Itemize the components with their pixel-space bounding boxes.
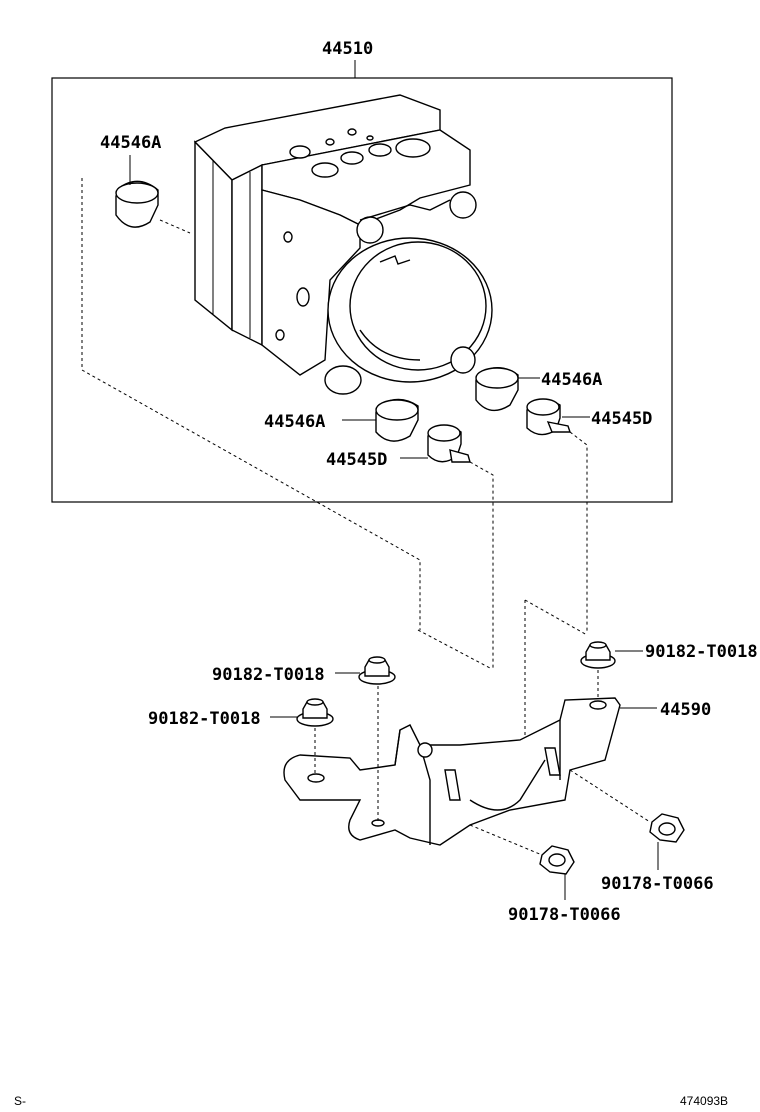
cushion-44546a-top-left — [115, 155, 159, 228]
label-44545d-lower: 44545D — [326, 450, 387, 470]
bolt-90182-t0018-left-upper — [358, 656, 396, 685]
dashline-left-long — [81, 178, 421, 630]
assembly-frame — [51, 77, 673, 503]
abs-actuator-body — [193, 94, 493, 395]
label-44545d-right: 44545D — [591, 409, 652, 429]
dashline-stud-right — [569, 431, 588, 632]
dashline-stud-lower — [469, 461, 494, 670]
dashline-nut-right — [569, 769, 651, 823]
label-44546a-lower: 44546A — [264, 412, 325, 432]
bracket-44590 — [283, 697, 621, 846]
label-44546a-right: 44546A — [541, 370, 602, 390]
label-44546a-top-left: 44546A — [100, 133, 161, 153]
dashline-cushion-top-left — [159, 219, 191, 234]
label-bolt-left-lower: 90182-T0018 — [148, 709, 261, 729]
bolt-90182-t0018-left-lower — [296, 698, 334, 727]
label-nut-right: 90178-T0066 — [601, 874, 714, 894]
stud-44545d-lower — [427, 424, 471, 463]
footer-left-code: S- — [14, 1094, 26, 1108]
label-44510: 44510 — [322, 39, 373, 59]
label-bolt-right: 90182-T0018 — [645, 642, 758, 662]
footer-right-code: 474093B — [680, 1094, 728, 1108]
dashline-bracket-right-2 — [524, 599, 588, 636]
cushion-44546a-right — [475, 367, 519, 412]
nut-90178-t0066-right — [649, 813, 685, 843]
dashline-nut-lower — [469, 824, 543, 856]
label-nut-lower: 90178-T0066 — [508, 905, 621, 925]
dashline-center — [417, 629, 491, 669]
bolt-90182-t0018-right — [580, 641, 616, 669]
nut-90178-t0066-lower — [539, 845, 575, 875]
cushion-44546a-lower — [375, 398, 419, 442]
label-44590: 44590 — [660, 700, 711, 720]
label-bolt-left-upper: 90182-T0018 — [212, 665, 325, 685]
